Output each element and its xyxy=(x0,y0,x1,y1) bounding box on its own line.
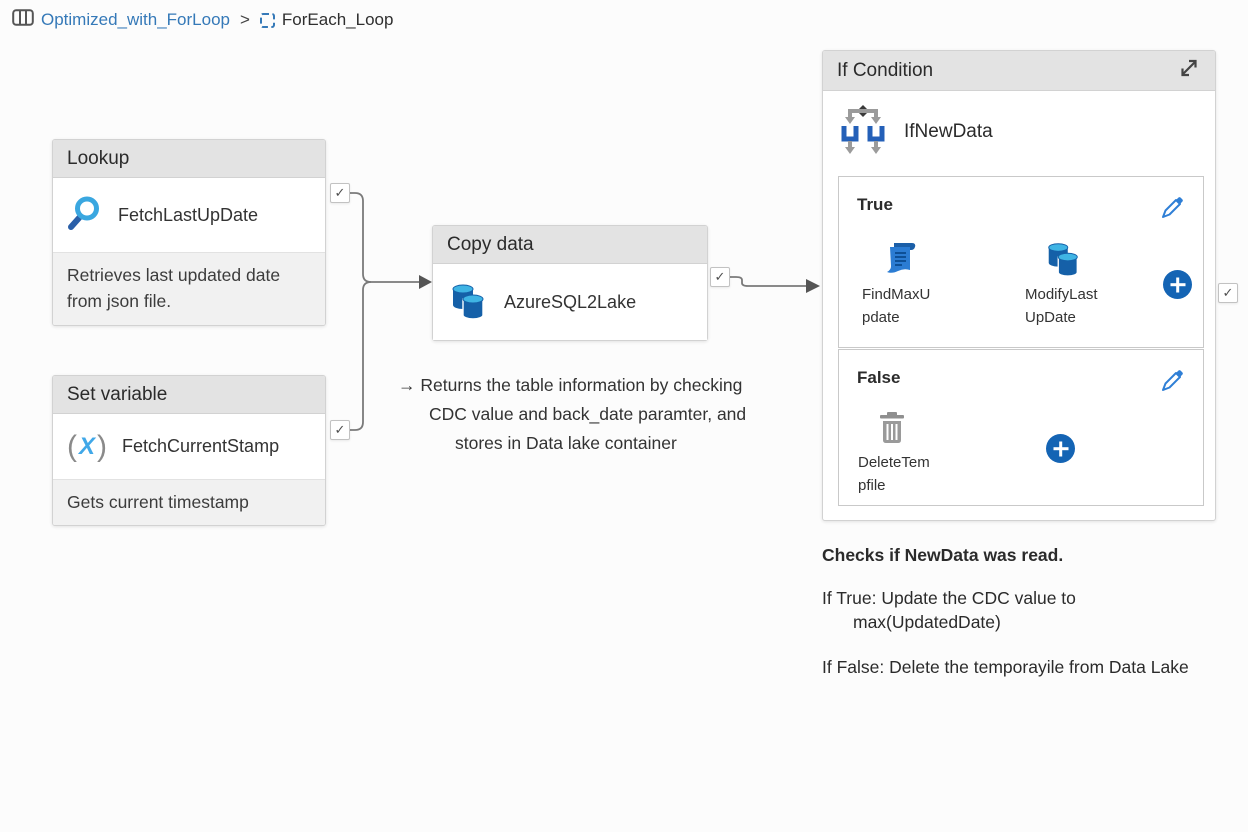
lookup-card-body: FetchLastUpDate xyxy=(53,178,325,252)
set-variable-activity-card[interactable]: Set variable (X) FetchCurrentStamp Gets … xyxy=(52,375,326,527)
check-icon: ✓ xyxy=(714,269,726,284)
true-branch-head: True xyxy=(839,177,1203,226)
if-condition-card-header: If Condition xyxy=(823,51,1215,91)
delete-tempfile-label: DeleteTem pfile xyxy=(858,454,930,495)
set-variable-card-body: (X) FetchCurrentStamp xyxy=(53,414,325,479)
edit-true-branch-icon[interactable] xyxy=(1159,195,1185,226)
set-variable-output-port[interactable]: ✓ xyxy=(330,420,350,440)
false-branch-head: False xyxy=(839,350,1203,399)
find-max-update-node[interactable]: FindMaxU pdate xyxy=(862,240,930,330)
add-activity-false-button[interactable] xyxy=(1046,434,1075,463)
copy-data-card-body: AzureSQL2Lake xyxy=(433,264,707,340)
copy-data-activity-name: AzureSQL2Lake xyxy=(504,291,637,312)
lookup-card-header: Lookup xyxy=(53,140,325,178)
delete-tempfile-node[interactable]: DeleteTem pfile xyxy=(858,410,930,498)
if-note-true-line1: If True: Update the CDC value to xyxy=(822,588,1076,608)
copy-note-line2: CDC value and back_date paramter, and xyxy=(429,404,747,424)
set-variable-activity-name: FetchCurrentStamp xyxy=(122,436,280,456)
breadcrumb-pipeline-link[interactable]: Optimized_with_ForLoop xyxy=(41,10,230,29)
modify-last-update-node[interactable]: ModifyLast UpDate xyxy=(1025,238,1098,330)
copy-data-note: → Returns the table information by check… xyxy=(398,371,746,458)
database-icon xyxy=(1025,238,1083,283)
copy-data-card-header: Copy data xyxy=(433,226,707,264)
arrowhead-into-copy xyxy=(419,275,432,289)
pipeline-icon xyxy=(12,9,34,31)
if-note-title: Checks if NewData was read. xyxy=(822,545,1064,565)
breadcrumb-activity: ForEach_Loop xyxy=(281,10,394,29)
if-condition-activity-name: IfNewData xyxy=(904,120,993,142)
if-condition-type-label: If Condition xyxy=(837,59,934,81)
set-variable-icon: (X) xyxy=(67,429,108,463)
copy-note-line1: → Returns the table information by check… xyxy=(398,375,743,395)
check-icon: ✓ xyxy=(1222,285,1234,300)
trash-icon xyxy=(858,410,908,451)
set-variable-card-header: Set variable xyxy=(53,376,325,414)
connector-copy-to-if xyxy=(730,276,806,287)
lookup-activity-name: FetchLastUpDate xyxy=(118,204,259,225)
if-note-true-line2: max(UpdatedDate) xyxy=(853,612,1001,632)
connector-lookup-to-copy xyxy=(350,192,419,283)
true-branch-label: True xyxy=(857,195,893,214)
lookup-type-label: Lookup xyxy=(67,147,130,169)
set-variable-annotation: Gets current timestamp xyxy=(53,479,325,526)
lookup-output-port[interactable]: ✓ xyxy=(330,183,350,203)
copy-data-type-label: Copy data xyxy=(447,233,534,255)
database-copy-icon xyxy=(447,279,489,326)
set-variable-type-label: Set variable xyxy=(67,383,168,405)
copy-data-activity-card[interactable]: Copy data AzureSQL2Lake xyxy=(432,225,708,341)
check-icon: ✓ xyxy=(334,422,346,437)
script-icon xyxy=(862,240,918,283)
breadcrumb: Optimized_with_ForLoop > ForEach_Loop xyxy=(12,9,393,31)
copy-note-line3: stores in Data lake container xyxy=(455,433,677,453)
find-max-update-label: FindMaxU pdate xyxy=(862,286,931,327)
expand-icon[interactable] xyxy=(1177,56,1201,86)
lookup-magnifier-icon xyxy=(67,195,103,236)
add-activity-true-button[interactable] xyxy=(1163,270,1192,299)
if-note-true: If True: Update the CDC value to max(Upd… xyxy=(822,586,1189,634)
connector-setvar-to-copy xyxy=(350,281,372,431)
check-icon: ✓ xyxy=(334,185,346,200)
if-condition-icon xyxy=(839,103,887,160)
lookup-activity-card[interactable]: Lookup FetchLastUpDate Retrieves last up… xyxy=(52,139,326,326)
if-condition-body: IfNewData xyxy=(823,91,1215,160)
foreach-icon xyxy=(259,12,275,28)
arrowhead-into-if xyxy=(806,279,820,293)
false-branch-label: False xyxy=(857,368,901,387)
lookup-annotation: Retrieves last updated date from json fi… xyxy=(53,252,325,325)
if-condition-note: Checks if NewData was read. If True: Upd… xyxy=(822,543,1189,679)
if-condition-output-port[interactable]: ✓ xyxy=(1218,283,1238,303)
if-note-false: If False: Delete the temporayile from Da… xyxy=(822,657,1189,677)
breadcrumb-separator: > xyxy=(239,10,250,29)
edit-false-branch-icon[interactable] xyxy=(1159,368,1185,399)
modify-last-update-label: ModifyLast UpDate xyxy=(1025,286,1098,327)
copy-data-output-port[interactable]: ✓ xyxy=(710,267,730,287)
